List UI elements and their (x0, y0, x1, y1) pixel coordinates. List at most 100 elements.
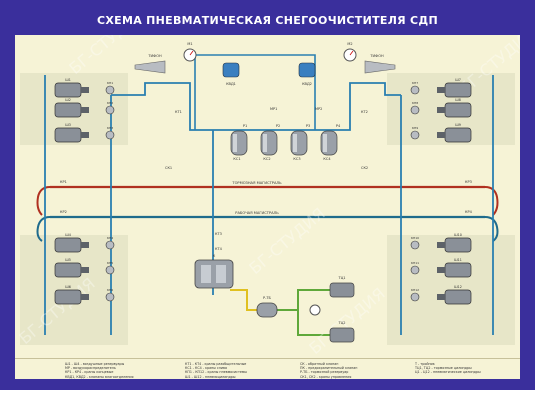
valve-label: КП1 (107, 81, 113, 85)
kt4-label: КТ4 (215, 247, 223, 251)
legend-item: КП1 - КП12 - краны пневмосистемы (185, 370, 248, 375)
valve-label: КП9 (412, 126, 418, 130)
poster-title: СХЕМА ПНЕВМАТИЧЕСКАЯ СНЕГООЧИСТИТЕЛЯ СДП (96, 14, 439, 27)
sk2-label: СК2 (361, 166, 368, 170)
compressor-unit: К (194, 254, 234, 289)
legend-item: КВД1, КВД2 - клапаны влагоотделения (65, 374, 134, 379)
gauge-m1-label: М1 (187, 42, 192, 46)
gauge-bottom (309, 304, 321, 316)
valve-label: КП11 (411, 261, 419, 265)
r3-label: Р3 (306, 124, 310, 128)
top-loop (194, 54, 316, 130)
watermark-top: БГ-СТУДИЯ (65, 35, 148, 78)
cylinder-label: Ш2 (65, 98, 71, 102)
mr2-label: МР2 (315, 107, 322, 111)
cylinder-label: Ш8 (455, 98, 461, 102)
gauge-m2-label: М2 (347, 42, 352, 46)
ks1-label: КС1 (233, 157, 240, 161)
working-main-label: РАБОЧАЯ МАГИСТРАЛЬ (235, 211, 279, 215)
ks4-label: КС4 (323, 157, 331, 161)
r4-label: Р4 (336, 124, 341, 128)
kvd2-label: КВД2 (302, 82, 312, 86)
legend-column-4: Т - тройник ТЦ1, ТЦ2 - тормозные цилиндр… (415, 362, 497, 375)
kr2-label: КР2 (60, 210, 67, 214)
hose-right-top (484, 186, 499, 216)
green-line (277, 289, 330, 336)
moisture-separator-2: КВД2 (298, 62, 316, 86)
yellow-line (230, 289, 257, 311)
valve-label: КП5 (107, 261, 113, 265)
kt3-label: КТ3 (215, 232, 222, 236)
tc2-label: ТЦ2 (337, 321, 345, 325)
kr3-label: КР3 (465, 180, 472, 184)
cylinder-label: Ш5 (65, 258, 71, 262)
brake-reservoir-label: Р-ТБ (263, 296, 272, 300)
cylinder-label: Ш4 (65, 233, 71, 237)
brake-reservoir: Р-ТБ (256, 296, 278, 318)
legend-item: ТЦ1, ТЦ2 - тормозные цилиндры (415, 366, 472, 371)
legend-item: ПК - предохранительный клапан (300, 366, 358, 371)
valve-label: КП10 (411, 236, 419, 240)
cylinder-label: Ш7 (455, 78, 461, 82)
tc1-label: ТЦ1 (337, 276, 345, 280)
legend-item: Ш1 - Ш4 - воздушные резервуары (65, 362, 125, 366)
legend-column-2: КТ1 - КТ4 - краны разобщительные КС1 - К… (185, 362, 267, 379)
legend-item: КС1 - КС4 - краны слива (185, 366, 227, 371)
cylinder-label: Ш3 (65, 123, 71, 127)
mr1-label: МР1 (270, 107, 277, 111)
diagram-panel: ТОРМОЗНАЯ МАГИСТРАЛЬ РАБОЧАЯ МАГИСТРАЛЬ … (15, 4, 535, 378)
cylinder-label: Ш11 (454, 258, 462, 262)
valve-label: КП6 (107, 288, 113, 292)
valve-label: КП2 (107, 101, 113, 105)
cylinder-label: Ш9 (455, 123, 461, 127)
cylinder-label: Ш1 (65, 78, 71, 82)
valve-label: КП7 (412, 81, 418, 85)
ks2-label: КС2 (263, 157, 270, 161)
horn-left-label: ТИФОН (147, 54, 162, 58)
horn-right: ТИФОН (364, 54, 396, 74)
kr4-label: КР4 (465, 210, 473, 214)
kt1-label: КТ1 (175, 110, 182, 114)
valve-label: КП12 (411, 288, 419, 292)
receiver-4 (320, 130, 338, 156)
gauge-m1: М1 (183, 42, 197, 62)
legend-item: СК - обратный клапан (300, 362, 339, 366)
top-supply-line (111, 82, 401, 131)
receivers (230, 130, 338, 156)
hose-right-bottom (484, 216, 499, 242)
brake-cylinder-1: ТЦ1 (329, 276, 355, 298)
ks3-label: КС3 (293, 157, 300, 161)
compressor-label: К (213, 254, 216, 258)
valve-label: КП3 (107, 126, 113, 130)
legend-item: КТ1 - КТ4 - краны разобщительные (185, 362, 247, 366)
legend-item: СК1, СК2 - краны управления (300, 374, 352, 379)
brake-cylinder-2: ТЦ2 (329, 321, 355, 343)
r1-label: Р1 (243, 124, 247, 128)
sk1-label: СК1 (165, 166, 172, 170)
legend-item: Т - тройник (415, 362, 435, 366)
legend-item: КР1 - КР4 - краны концевые (65, 370, 114, 375)
legend-item: Ш1 - Ш12 - пневмоцилиндры (185, 374, 236, 379)
legend: Ш1 - Ш4 - воздушные резервуары МР - возд… (15, 358, 520, 379)
pneumatic-schematic: ТОРМОЗНАЯ МАГИСТРАЛЬ РАБОЧАЯ МАГИСТРАЛЬ … (15, 4, 535, 358)
cylinder-label: Ш10 (454, 233, 462, 237)
hose-left-top (36, 186, 51, 216)
legend-item: Р-ТБ - тормозной резервуар (300, 370, 349, 375)
cylinder-label: Ш12 (454, 285, 462, 289)
kr1-label: КР1 (60, 180, 67, 184)
legend-column-3: СК - обратный клапан ПК - предохранитель… (300, 362, 382, 379)
legend-item: Ц1 - Ц12 - пневматические цилиндры (415, 370, 481, 375)
